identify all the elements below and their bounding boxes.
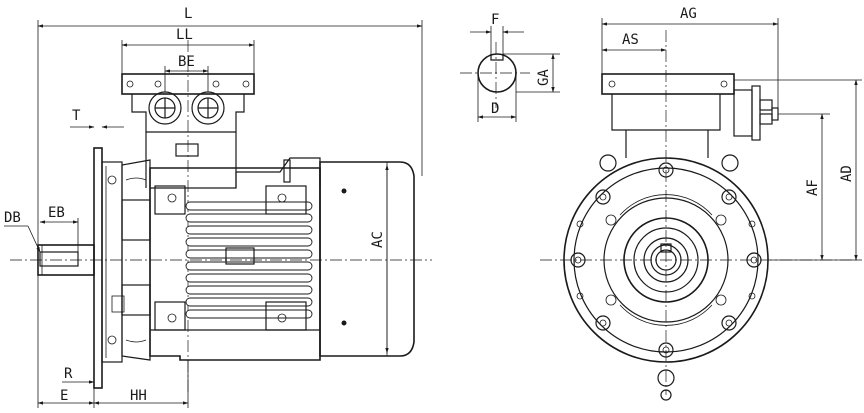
cooling-fins [185,201,313,319]
label-F: F [491,12,499,28]
label-E: E [60,388,68,404]
terminal-box [121,73,255,188]
dimension-labels: L LL BE T DB EB AC R E HH F GA D AG AS A… [4,6,855,404]
terminal-box-front [601,73,779,158]
bolt-holes [570,162,762,401]
motor-body [149,157,321,361]
label-L: L [184,6,192,22]
cable-gland-right [191,91,225,125]
shaft-section [460,26,560,122]
front-shield [111,159,151,361]
fan-cover [319,161,415,357]
label-AF: AF [805,179,821,196]
label-BE: BE [178,54,195,70]
label-AC: AC [370,231,386,248]
flange [93,147,123,389]
label-R: R [64,366,73,382]
label-T: T [72,108,81,124]
label-DB: DB [4,210,21,226]
cable-gland-left [148,91,182,125]
label-AG: AG [680,6,697,22]
label-AD: AD [839,165,855,182]
label-GA: GA [536,69,552,86]
label-AS: AS [622,32,639,48]
label-HH: HH [130,388,147,404]
label-LL: LL [176,27,193,43]
label-D: D [491,101,499,117]
side-view [4,20,432,408]
front-view [540,18,862,401]
label-EB: EB [48,205,65,221]
